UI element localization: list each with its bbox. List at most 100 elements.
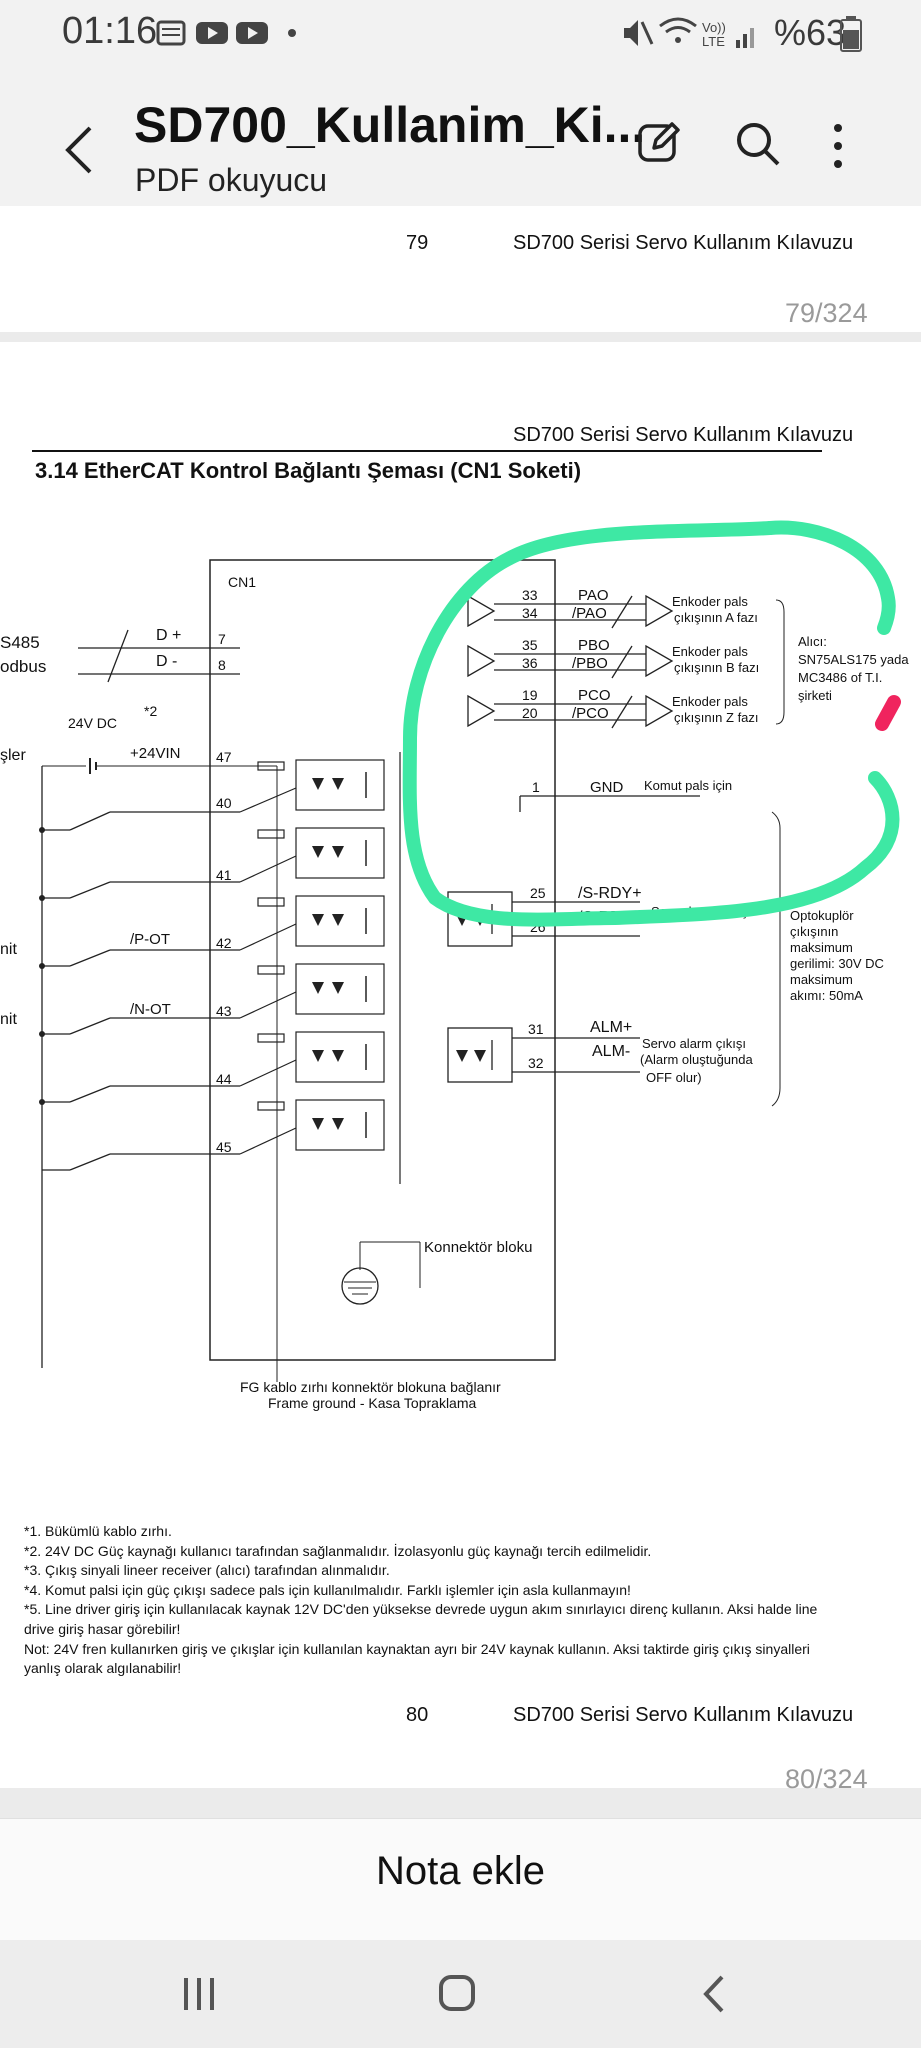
battery-percent: %63	[774, 12, 847, 53]
svg-text:44: 44	[216, 1071, 232, 1087]
recent-apps-icon[interactable]	[182, 1976, 218, 2012]
svg-text:42: 42	[216, 935, 232, 951]
svg-text:nit: nit	[0, 1011, 17, 1028]
clock: 01:16	[62, 10, 158, 52]
svg-text:Optokuplör: Optokuplör	[790, 908, 854, 923]
svg-text:Konnektör bloku: Konnektör bloku	[424, 1239, 532, 1256]
ground-icon	[341, 1267, 379, 1305]
svg-text:(Alarm oluştuğunda: (Alarm oluştuğunda	[640, 1052, 753, 1067]
back-arrow-icon[interactable]	[60, 122, 100, 178]
svg-text:gerilimi: 30V DC: gerilimi: 30V DC	[790, 956, 884, 971]
cn1-connector-box	[209, 559, 556, 1361]
system-nav-bar	[0, 1940, 921, 2048]
pdf-viewer[interactable]: 79 SD700 Serisi Servo Kullanım Kılavuzu …	[0, 206, 921, 1818]
green-annotation-stroke-end	[763, 520, 896, 635]
svg-text:*2: *2	[144, 703, 157, 719]
footer-header: SD700 Serisi Servo Kullanım Kılavuzu	[513, 1704, 854, 1726]
d-plus-label: D +	[156, 627, 181, 644]
footnotes: *1. Bükümlü kablo zırhı. *2. 24V DC Güç …	[24, 1523, 818, 1677]
svg-text:şirketi: şirketi	[798, 688, 832, 703]
svg-text:40: 40	[216, 795, 232, 811]
page-number: 79	[406, 232, 429, 254]
svg-text:7: 7	[218, 631, 226, 647]
svg-text:47: 47	[216, 749, 232, 765]
pdf-page-80: SD700 Serisi Servo Kullanım Kılavuzu 3.1…	[0, 342, 921, 1794]
svg-text:OFF olur): OFF olur)	[646, 1070, 702, 1085]
svg-text:Enkoder pals: Enkoder pals	[672, 594, 748, 609]
d-minus-label: D -	[156, 653, 177, 670]
svg-text:19: 19	[522, 687, 538, 703]
svg-text:45: 45	[216, 1139, 232, 1155]
search-icon[interactable]	[734, 120, 782, 168]
svg-text:Enkoder pals: Enkoder pals	[672, 644, 748, 659]
svg-text:Enkoder pals: Enkoder pals	[672, 694, 748, 709]
svg-text:43: 43	[216, 1003, 232, 1019]
app-subtitle: PDF okuyucu	[135, 162, 328, 198]
svg-text:PBO: PBO	[578, 637, 610, 654]
svg-text:MC3486 of T.I.: MC3486 of T.I.	[798, 670, 882, 685]
svg-text:/PCO: /PCO	[572, 705, 609, 722]
page-counter: 79/324	[785, 298, 868, 328]
cn1-label: CN1	[228, 574, 256, 590]
svg-text:şler: şler	[0, 747, 26, 764]
edit-icon[interactable]	[636, 118, 684, 166]
modbus-label: odbus	[0, 657, 46, 676]
page-counter: 80/324	[785, 1764, 868, 1794]
add-note-bar[interactable]: Nota ekle	[0, 1818, 921, 1941]
rs485-label: S485	[0, 633, 40, 652]
svg-text:/PBO: /PBO	[572, 655, 608, 672]
svg-text:GND: GND	[590, 779, 624, 796]
status-bar: 01:16 Vo)) LTE %63	[0, 0, 921, 66]
svg-text:ALM+: ALM+	[590, 1019, 632, 1036]
app-bar: SD700_Kullanim_Ki... PDF okuyucu	[0, 66, 921, 206]
red-annotation-stroke	[875, 695, 901, 731]
svg-text:35: 35	[522, 637, 538, 653]
cn1-wiring-diagram: CN1 S485 odbus D + D - 7 8 *2 24V DC şle…	[0, 520, 909, 1411]
svg-text:Servo alarm çıkışı: Servo alarm çıkışı	[642, 1036, 746, 1051]
svg-text:/N-OT: /N-OT	[130, 1001, 171, 1018]
svg-text:PCO: PCO	[578, 687, 611, 704]
back-icon[interactable]	[702, 1974, 726, 2014]
svg-text:34: 34	[522, 605, 538, 621]
home-icon[interactable]	[438, 1974, 478, 2014]
svg-text:8: 8	[218, 657, 226, 673]
svg-text:/S-RDY+: /S-RDY+	[578, 885, 642, 902]
svg-text:31: 31	[528, 1021, 544, 1037]
document-title: SD700_Kullanim_Ki...	[134, 97, 646, 153]
svg-text:+24VIN: +24VIN	[130, 745, 180, 762]
svg-text:akımı: 50mA: akımı: 50mA	[790, 988, 863, 1003]
add-note-button[interactable]: Nota ekle	[376, 1849, 545, 1893]
svg-text:çıkışının Z fazı: çıkışının Z fazı	[674, 710, 759, 725]
svg-text:çıkışının A fazı: çıkışının A fazı	[674, 610, 758, 625]
svg-text:20: 20	[522, 705, 538, 721]
svg-text:FG kablo zırhı konnektör bloku: FG kablo zırhı konnektör blokuna bağlanı…	[240, 1379, 501, 1395]
section-title: 3.14 EtherCAT Kontrol Bağlantı Şeması (C…	[35, 458, 582, 483]
svg-text:çıkışının: çıkışının	[790, 924, 838, 939]
green-annotation-stroke	[402, 521, 900, 927]
svg-text:maksimum: maksimum	[790, 972, 853, 987]
page-header: SD700 Serisi Servo Kullanım Kılavuzu	[513, 424, 854, 446]
svg-text:33: 33	[522, 587, 538, 603]
svg-text:ALM-: ALM-	[592, 1043, 630, 1060]
svg-text:1: 1	[532, 779, 540, 795]
svg-text:32: 32	[528, 1055, 544, 1071]
svg-text:nit: nit	[0, 941, 17, 958]
svg-text:Alıcı:: Alıcı:	[798, 634, 827, 649]
battery-icon	[840, 16, 862, 52]
svg-text:41: 41	[216, 867, 232, 883]
footer-page-number: 80	[406, 1704, 429, 1726]
header-rule	[32, 450, 822, 452]
svg-text:PAO: PAO	[578, 587, 609, 604]
svg-text:36: 36	[522, 655, 538, 671]
svg-text:Komut pals için: Komut pals için	[644, 778, 732, 793]
signal-icons: Vo)) LTE	[624, 17, 754, 49]
svg-text:25: 25	[530, 885, 546, 901]
svg-text:çıkışının B fazı: çıkışının B fazı	[674, 660, 759, 675]
svg-text:Frame ground - Kasa Topraklama: Frame ground - Kasa Topraklama	[268, 1395, 476, 1411]
svg-text:SN75ALS175 yada: SN75ALS175 yada	[798, 652, 909, 667]
more-options-icon[interactable]	[826, 122, 850, 170]
svg-text:/PAO: /PAO	[572, 605, 607, 622]
page-header: SD700 Serisi Servo Kullanım Kılavuzu	[513, 232, 854, 254]
notification-icons	[156, 20, 296, 46]
svg-text:maksimum: maksimum	[790, 940, 853, 955]
